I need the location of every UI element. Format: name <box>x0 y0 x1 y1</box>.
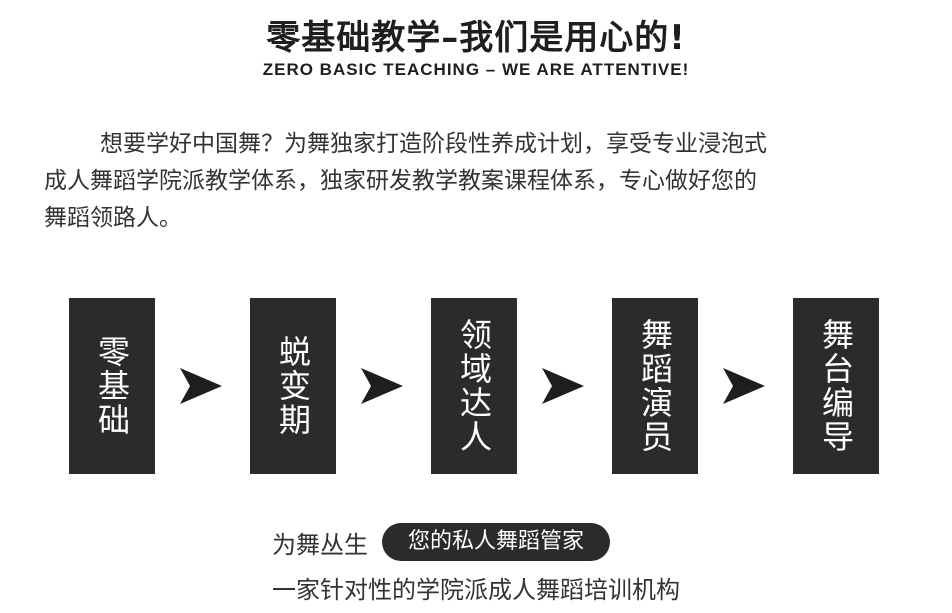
stage-box-5: 舞台编导 <box>793 298 879 474</box>
page-subtitle: ZERO BASIC TEACHING – WE ARE ATTENTIVE! <box>262 60 690 79</box>
stage-label-5: 舞台编导 <box>817 318 855 454</box>
stage-box-4: 舞蹈演员 <box>612 298 698 474</box>
stage-label-1: 零基础 <box>93 335 131 437</box>
tagline: 为舞丛生 您的私人舞蹈管家 <box>272 522 611 562</box>
intro-line-1: 想要学好中国舞？为舞独家打造阶段性养成计划，享受专业浸泡式 <box>100 131 767 157</box>
intro-line-2: 成人舞蹈学院派教学体系，独家研发教学教案课程体系，专心做好您的 <box>44 168 757 194</box>
arrow-right-icon <box>542 368 584 404</box>
footer-text: 一家针对性的学院派成人舞蹈培训机构 <box>272 576 680 604</box>
course-stages: 零基础 蜕变期 领域达人 舞蹈演员 舞台编导 <box>0 298 952 474</box>
stage-box-2: 蜕变期 <box>250 298 336 474</box>
arrow-right-icon <box>361 368 403 404</box>
arrow-right-icon <box>723 368 765 404</box>
stage-box-3: 领域达人 <box>431 298 517 474</box>
arrow-right-icon <box>180 368 222 404</box>
stage-label-4: 舞蹈演员 <box>636 318 674 454</box>
slogan-pill: 您的私人舞蹈管家 <box>382 523 611 561</box>
page-title: 零基础教学–我们是用心的! <box>266 18 686 58</box>
stage-label-2: 蜕变期 <box>274 335 312 437</box>
stage-label-3: 领域达人 <box>455 318 493 454</box>
intro-line-3: 舞蹈领路人。 <box>44 205 182 231</box>
intro-paragraph: 想要学好中国舞？为舞独家打造阶段性养成计划，享受专业浸泡式 成人舞蹈学院派教学体… <box>44 126 924 237</box>
stage-box-1: 零基础 <box>69 298 155 474</box>
brand-name: 为舞丛生 <box>272 530 368 559</box>
